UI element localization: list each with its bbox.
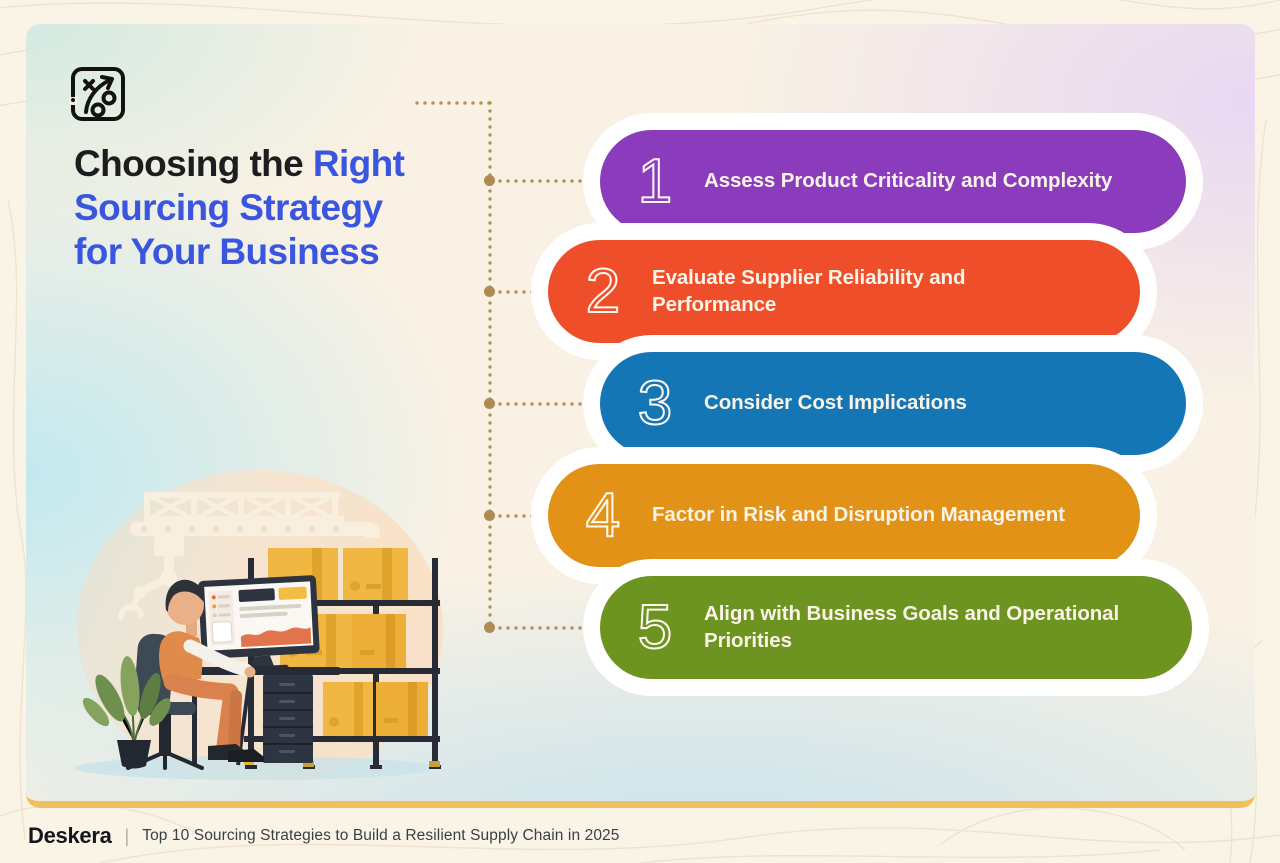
title-accent-part: Right Sourcing Strategy for Your Busines… bbox=[74, 143, 405, 273]
step-label: Consider Cost Implications bbox=[704, 391, 967, 415]
step-number: 1 bbox=[637, 146, 673, 216]
step-label: Assess Product Criticality and Complexit… bbox=[704, 169, 1113, 193]
step-number: 4 bbox=[585, 480, 621, 550]
step-number: 3 bbox=[637, 368, 673, 438]
step-pill-2: 2 Evaluate Supplier Reliability and Perf… bbox=[548, 240, 1140, 343]
crane-robotic-arm bbox=[118, 492, 380, 621]
step-pill-4: 4 Factor in Risk and Disruption Manageme… bbox=[548, 464, 1140, 567]
title-dark-part: Choosing the bbox=[74, 143, 313, 184]
strategy-icon bbox=[69, 67, 125, 121]
step-number: 2 bbox=[585, 256, 621, 326]
footer: Deskera | Top 10 Sourcing Strategies to … bbox=[28, 821, 619, 851]
person-working bbox=[159, 579, 264, 762]
step-label: Evaluate Supplier Reliability and Perfor… bbox=[652, 265, 966, 316]
connector-branch-4 bbox=[490, 514, 552, 518]
desk bbox=[186, 667, 340, 766]
connector-node-2 bbox=[484, 286, 495, 297]
warehouse-illustration bbox=[75, 470, 443, 780]
connector-branch-5 bbox=[490, 626, 596, 630]
connector-node-4 bbox=[484, 510, 495, 521]
gold-foot-pad bbox=[429, 761, 440, 767]
connector-node-1 bbox=[484, 175, 495, 186]
connector-branch-3 bbox=[490, 402, 596, 406]
gold-foot-pad bbox=[303, 761, 314, 767]
step-number: 5 bbox=[637, 592, 673, 662]
connector-node-3 bbox=[484, 398, 495, 409]
step-pill-5: 5 Align with Business Goals and Operatio… bbox=[600, 576, 1192, 679]
infographic-panel: Choosing the Right Sourcing Strategy for… bbox=[26, 24, 1255, 808]
connector-vertical-line bbox=[488, 101, 492, 630]
deskera-logo: Deskera bbox=[28, 823, 112, 848]
footer-divider: | bbox=[124, 825, 130, 846]
connector-branch-1 bbox=[490, 179, 596, 183]
page-title: Choosing the Right Sourcing Strategy for… bbox=[74, 142, 464, 274]
step-label: Factor in Risk and Disruption Management bbox=[652, 503, 1065, 527]
connector-top-segment bbox=[415, 101, 492, 105]
step-pill-3: 3 Consider Cost Implications bbox=[600, 352, 1186, 455]
step-label: Align with Business Goals and Operationa… bbox=[704, 601, 1120, 652]
step-pill-1: 1 Assess Product Criticality and Complex… bbox=[600, 130, 1186, 233]
potted-plant bbox=[82, 656, 171, 769]
connector-branch-2 bbox=[490, 290, 552, 294]
footer-tagline: Top 10 Sourcing Strategies to Build a Re… bbox=[142, 827, 620, 844]
connector-node-5 bbox=[484, 622, 495, 633]
